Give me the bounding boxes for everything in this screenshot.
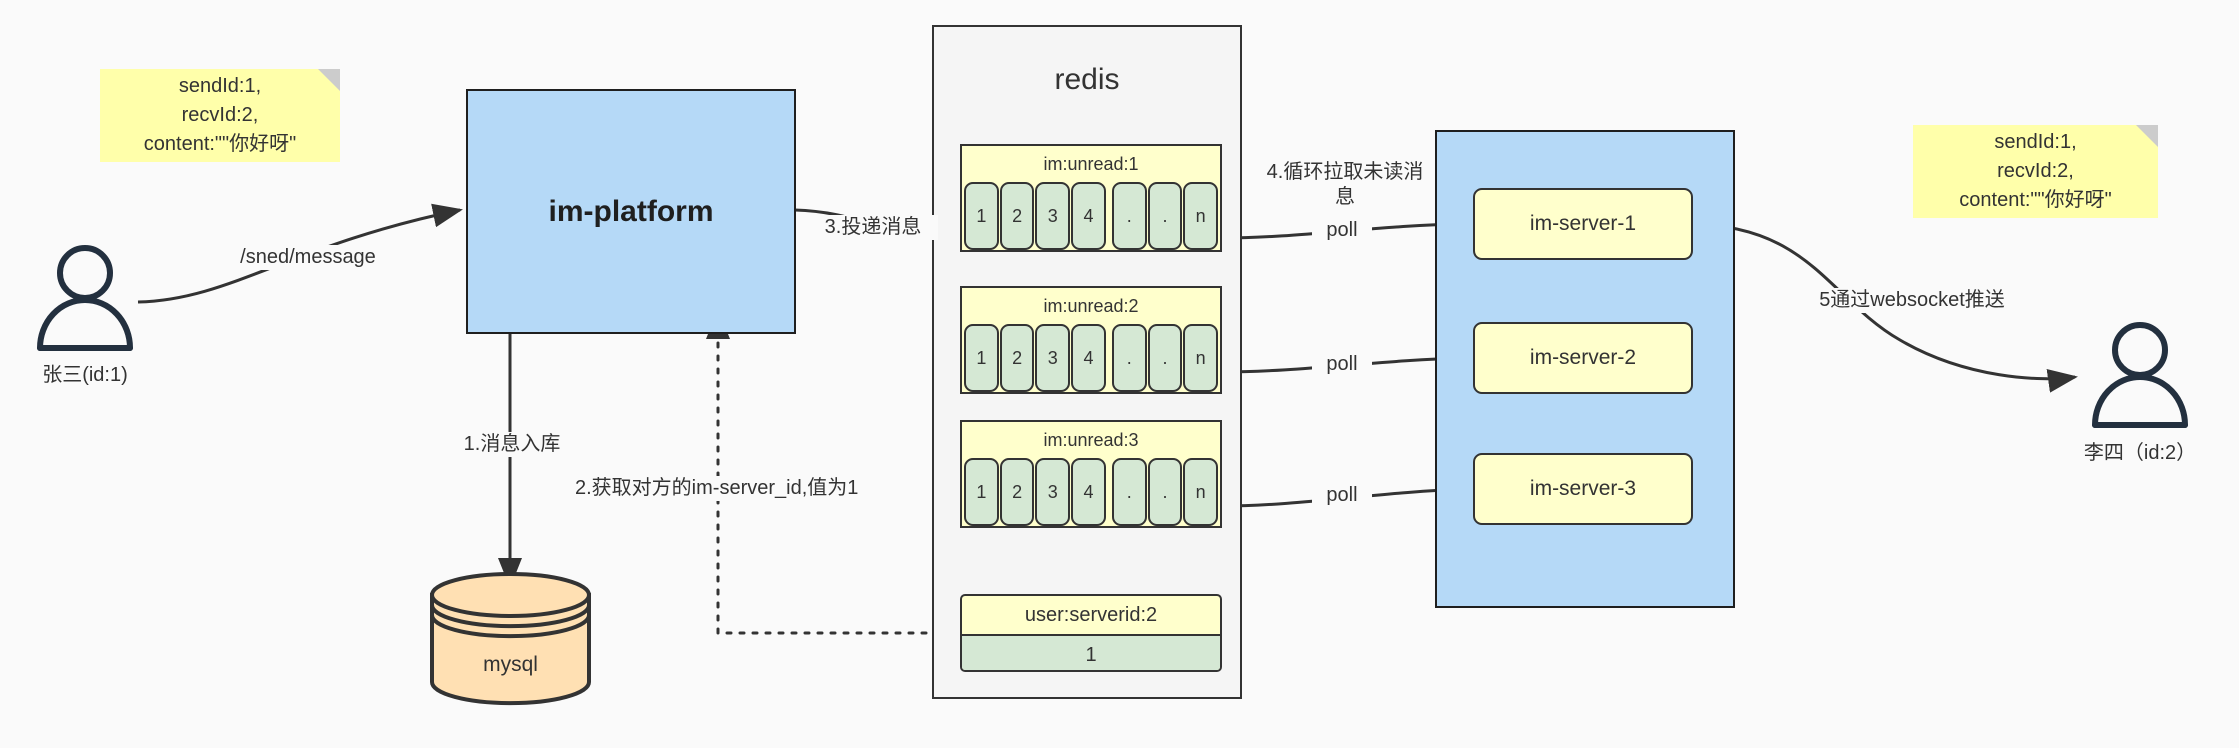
redis-cell: n — [1183, 182, 1219, 250]
redis-cell: 1 — [964, 324, 999, 392]
redis-kv-key: user:serverid:2 — [1024, 603, 1158, 626]
actor-receiver-label: 李四（id:2） — [2083, 442, 2197, 464]
redis-cell: 4 — [1071, 458, 1106, 526]
redis-cell: n — [1183, 324, 1219, 392]
edge-label-send-message: /sned/message — [228, 245, 388, 270]
redis-group-key: im:unread:2 — [1043, 295, 1139, 316]
redis-cell: 1 — [964, 458, 999, 526]
im-server-1-label: im-server-1 — [1529, 212, 1637, 235]
im-server-1-box[interactable]: im-server-1 — [1473, 188, 1693, 260]
actor-sender-label: 张三(id:1) — [42, 364, 128, 386]
redis-cell: . — [1111, 458, 1147, 526]
mysql-label: mysql — [483, 653, 538, 676]
edge-label-step5: 5通过websocket推送 — [1787, 288, 2037, 313]
redis-cell: . — [1147, 324, 1183, 392]
mysql-database[interactable]: mysql — [428, 571, 593, 706]
redis-cell: 2 — [999, 182, 1035, 250]
redis-cells: 1 2 3 4 . . n — [962, 324, 1220, 395]
edge-redis-to-platform-dotted — [706, 309, 967, 635]
redis-cell: 4 — [1071, 324, 1106, 392]
redis-cell: 2 — [999, 458, 1035, 526]
redis-cell: . — [1147, 458, 1183, 526]
redis-cell: . — [1147, 182, 1183, 250]
im-platform-label: im-platform — [548, 194, 714, 228]
redis-group-key: im:unread:1 — [1043, 153, 1139, 174]
note-fold-corner — [2136, 125, 2158, 147]
edge-label-step2: 2.获取对方的im-server_id,值为1 — [573, 476, 873, 501]
edge-label-step3: 3.投递消息 — [808, 215, 938, 240]
edge-label-step1: 1.消息入库 — [452, 432, 572, 457]
cylinder-database-icon — [430, 572, 591, 706]
edge-server1-to-receiver — [1689, 222, 2078, 393]
redis-group-key: im:unread:3 — [1043, 429, 1139, 450]
person-icon — [37, 245, 133, 351]
redis-cell: 4 — [1071, 182, 1106, 250]
redis-title: redis — [1054, 63, 1120, 96]
redis-cells: 1 2 3 4 . . n — [962, 182, 1220, 253]
redis-cells: 1 2 3 4 . . n — [962, 458, 1220, 529]
note-left: sendId:1, recvId:2, content:""你好呀" — [100, 69, 340, 162]
redis-cell: . — [1111, 182, 1147, 250]
redis-user-serverid-box: user:serverid:2 1 — [960, 594, 1222, 672]
edge-label-step4: 4.循环拉取未读消 息 — [1255, 160, 1435, 210]
redis-group-unread-1: im:unread:1 1 2 3 4 . . n — [960, 144, 1222, 252]
actor-sender — [30, 243, 140, 351]
redis-cell: . — [1111, 324, 1147, 392]
note-fold-corner — [318, 69, 340, 91]
note-right-text: sendId:1, recvId:2, content:""你好呀" — [1959, 131, 2112, 211]
edge-label-poll-3: poll — [1312, 483, 1372, 508]
note-right: sendId:1, recvId:2, content:""你好呀" — [1913, 125, 2158, 218]
person-icon — [2092, 322, 2188, 428]
edge-label-poll-2: poll — [1312, 352, 1372, 377]
redis-cell: 2 — [999, 324, 1035, 392]
im-server-2-label: im-server-2 — [1529, 346, 1637, 369]
redis-cell: 1 — [964, 182, 999, 250]
edge-label-poll-1: poll — [1312, 218, 1372, 243]
im-platform-box[interactable]: im-platform — [466, 89, 796, 334]
redis-cell: 3 — [1035, 324, 1071, 392]
redis-cell: 3 — [1035, 458, 1071, 526]
im-server-3-box[interactable]: im-server-3 — [1473, 453, 1693, 525]
redis-group-unread-2: im:unread:2 1 2 3 4 . . n — [960, 286, 1222, 394]
redis-cell: n — [1183, 458, 1219, 526]
redis-kv-value: 1 — [962, 634, 1220, 670]
im-server-3-label: im-server-3 — [1529, 477, 1637, 500]
im-server-2-box[interactable]: im-server-2 — [1473, 322, 1693, 394]
redis-group-unread-3: im:unread:3 1 2 3 4 . . n — [960, 420, 1222, 528]
actor-receiver — [2085, 320, 2195, 428]
redis-cell: 3 — [1035, 182, 1071, 250]
note-left-text: sendId:1, recvId:2, content:""你好呀" — [143, 75, 297, 155]
